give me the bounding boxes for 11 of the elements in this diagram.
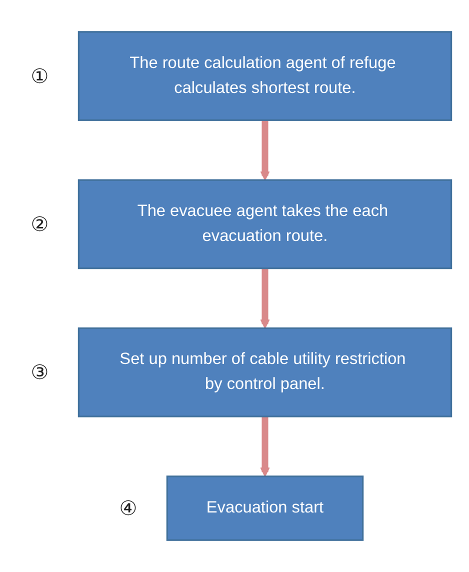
node-box: The evacuee agent takes the each evacuation route. (78, 179, 452, 270)
arrow (260, 416, 270, 477)
step-number: ④ (119, 496, 138, 520)
node-box: Evacuation start (166, 476, 364, 541)
step-number: ② (30, 212, 49, 236)
step-number: ③ (30, 360, 49, 384)
node-box: The route calculation agent of refuge calculates shortest route. (78, 31, 452, 121)
node-box: Set up number of cable utility restriction by control panel. (78, 327, 452, 418)
step-number: ① (30, 64, 49, 88)
arrow (260, 268, 270, 329)
arrow (260, 120, 270, 180)
